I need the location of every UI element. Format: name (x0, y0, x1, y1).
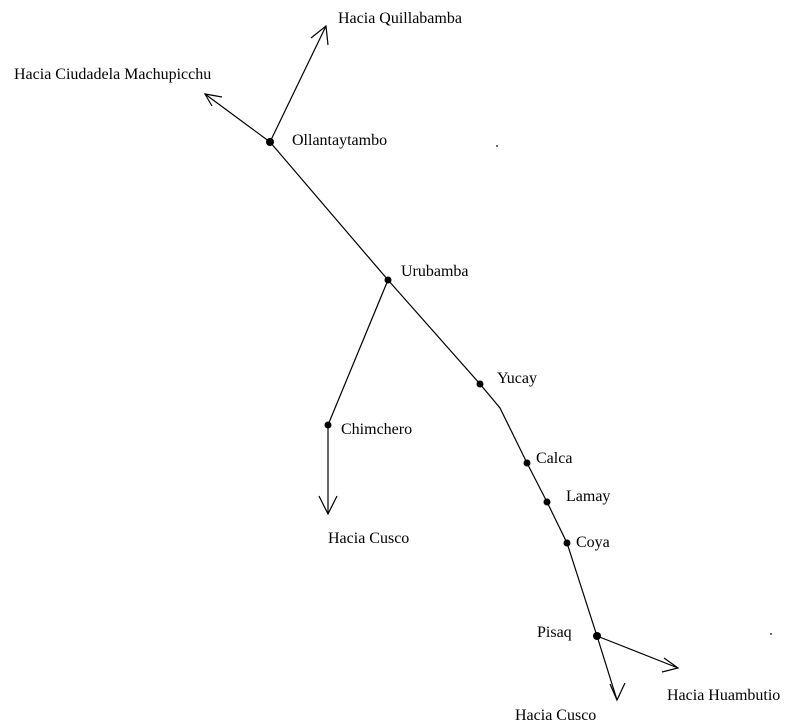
route-urubamba-chimchero (327, 279, 389, 426)
dot-urubamba (384, 276, 392, 284)
arrowhead-quillabamba (310, 24, 329, 46)
label-hacia-cusco-pisaq: Hacia Cusco (515, 707, 596, 724)
speck-2 (770, 633, 772, 635)
label-hacia-cusco-chimchero: Hacia Cusco (328, 530, 409, 547)
route-pisaq-huambutio (596, 635, 679, 669)
arrowhead-cusco-pisaq (609, 682, 626, 702)
label-chimchero: Chimchero (341, 421, 412, 438)
arrowhead-cusco-chimchero (318, 495, 338, 516)
route-to-quillabamba (269, 25, 327, 143)
label-pisaq: Pisaq (537, 624, 572, 641)
dot-yucay (476, 380, 484, 388)
dot-coya (563, 539, 571, 547)
arrowhead-huambutio (661, 657, 680, 673)
label-ollantaytambo: Ollantaytambo (292, 132, 387, 149)
dot-calca (523, 459, 531, 467)
route-pisaq-cusco (596, 635, 618, 701)
label-lamay: Lamay (566, 488, 610, 505)
dot-lamay (543, 498, 551, 506)
label-urubamba: Urubamba (401, 263, 469, 280)
label-coya: Coya (576, 534, 610, 551)
label-yucay: Yucay (497, 370, 537, 387)
speck-1 (496, 145, 498, 147)
label-hacia-machupicchu: Hacia Ciudadela Machupicchu (14, 66, 211, 83)
dot-ollantaytambo (266, 138, 274, 146)
arrowhead-machupicchu (203, 93, 223, 107)
label-hacia-quillabamba: Hacia Quillabamba (338, 10, 462, 27)
route-to-machupicchu (204, 93, 271, 143)
dot-chimchero (324, 421, 332, 429)
main-route-line (269, 141, 598, 637)
dot-pisaq (593, 632, 601, 640)
label-calca: Calca (536, 450, 572, 467)
label-hacia-huambutio: Hacia Huambutio (667, 687, 780, 704)
